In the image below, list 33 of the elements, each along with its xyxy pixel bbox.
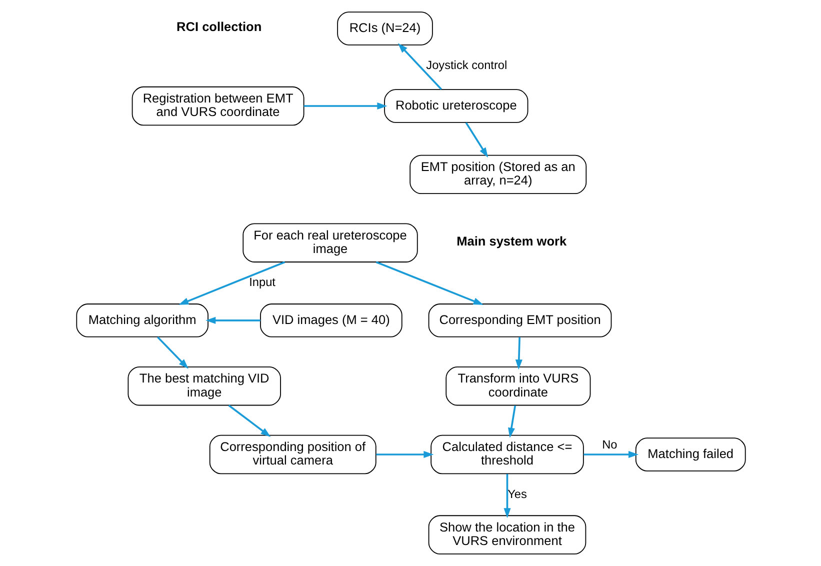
arrow bbox=[205, 316, 260, 324]
arrow bbox=[514, 337, 522, 370]
node-box: Transform into VURS coordinate bbox=[445, 366, 590, 406]
arrow bbox=[178, 261, 285, 305]
node-box: Corresponding EMT position bbox=[428, 304, 612, 338]
node-box: For each real ureteroscope image bbox=[242, 223, 418, 262]
arrow bbox=[303, 102, 387, 110]
edge-label: Yes bbox=[507, 486, 526, 501]
node-box: Calculated distance <= threshold bbox=[430, 434, 584, 474]
arrow bbox=[375, 261, 483, 305]
arrow bbox=[503, 474, 510, 518]
arrow bbox=[583, 450, 638, 458]
arrow bbox=[507, 405, 516, 438]
node-box: EMT position (Stored as an array, n=24) bbox=[409, 154, 586, 194]
arrow bbox=[156, 336, 188, 369]
arrow bbox=[464, 122, 488, 158]
label: RCI collection bbox=[176, 18, 262, 34]
node-box: Show the location in the VURS environment bbox=[428, 515, 586, 554]
node-box: VID images (M = 40) bbox=[260, 304, 402, 338]
edge-label: Joystick control bbox=[426, 58, 507, 72]
node-box: Robotic ureteroscope bbox=[384, 89, 528, 123]
node-box: RCIs (N=24) bbox=[336, 12, 432, 46]
arrow bbox=[228, 404, 270, 437]
arrow bbox=[397, 43, 442, 90]
edge-label: Input bbox=[248, 275, 275, 290]
node-box: Registration between EMT and VURS coordinate bbox=[131, 86, 304, 126]
edge-label: No bbox=[602, 437, 617, 452]
node-box: Matching failed bbox=[634, 438, 746, 472]
node-box: Corresponding position of virtual camera bbox=[208, 434, 376, 474]
node-box: The best matching VID image bbox=[127, 366, 280, 406]
label: Main system work bbox=[456, 233, 566, 248]
node-box: Matching algorithm bbox=[76, 304, 208, 338]
arrow bbox=[376, 450, 434, 458]
